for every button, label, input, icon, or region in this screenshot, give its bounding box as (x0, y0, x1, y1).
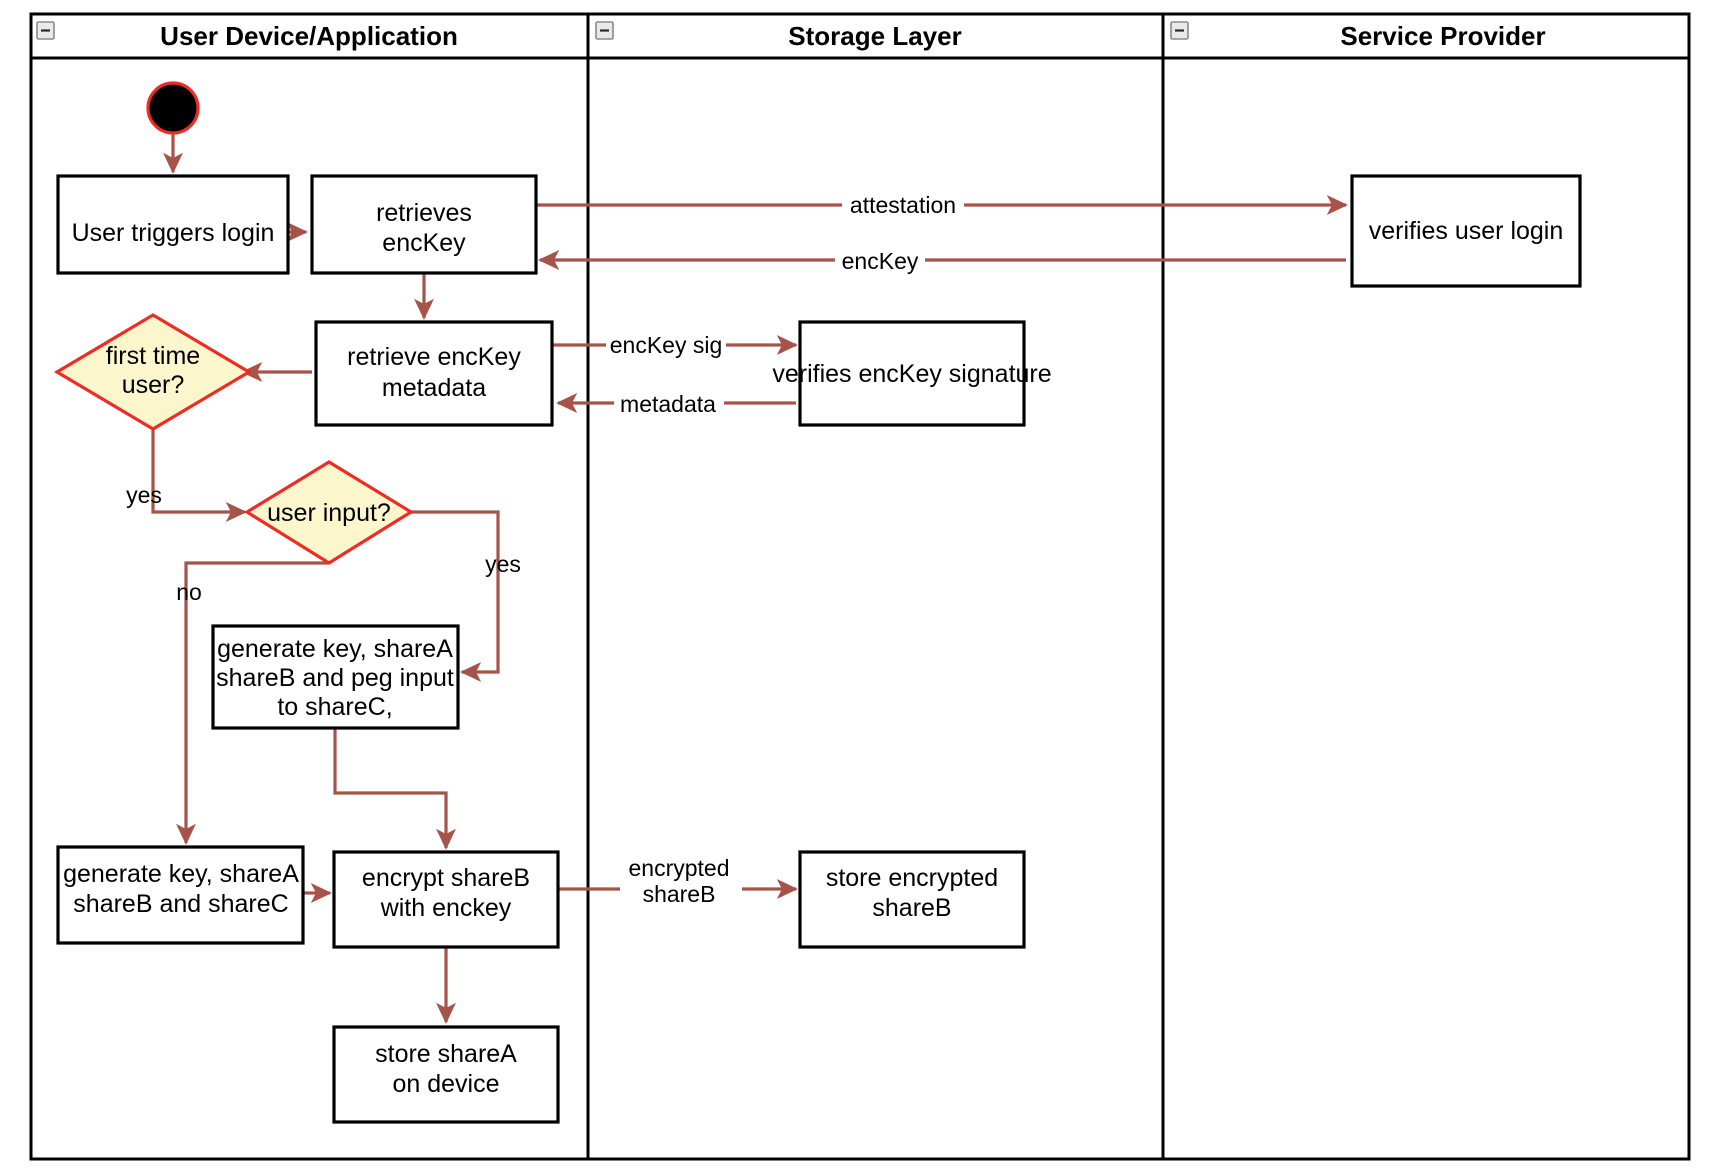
guard-label-no-user-input: no (176, 579, 202, 605)
edge-label-encrypted-line1: encrypted (628, 855, 729, 881)
node-encrypt-shareb[interactable]: encrypt shareB with enckey (332, 850, 560, 949)
node-user-triggers-login[interactable]: User triggers login (56, 174, 290, 275)
node-label-peg-line3: to shareC, (277, 693, 392, 721)
node-label-store-sharea-line1: store shareA (375, 1040, 517, 1068)
edge-label-enckey: encKey (842, 248, 919, 274)
node-label-encrypt-line1: encrypt shareB (362, 864, 530, 892)
node-verifies-user-login[interactable]: verifies user login (1350, 174, 1582, 288)
node-label-first-time-user-line2: user? (122, 371, 185, 399)
node-label-retrieves-enckey-line2: encKey (382, 229, 466, 257)
lane-title-user-device: User Device/Application (160, 21, 458, 51)
lane-header-storage[interactable] (586, 12, 1165, 60)
node-label-store-sharea-line2: on device (392, 1070, 499, 1098)
node-generate-key-peg-input[interactable]: generate key, shareA shareB and peg inpu… (211, 624, 460, 730)
node-label-store-encrypted-line1: store encrypted (826, 864, 998, 892)
node-store-encrypted-shareb[interactable]: store encrypted shareB (798, 850, 1026, 949)
lane-header-group-user-device: User Device/Application (36, 21, 458, 51)
lane-body-storage (586, 12, 1165, 1161)
node-verifies-enckey-signature[interactable]: verifies encKey signature (772, 320, 1052, 427)
edge-label-encrypted-line2: shareB (643, 881, 716, 907)
node-label-retrieve-metadata-line1: retrieve encKey (347, 343, 521, 371)
lane-header-group-service-provider: Service Provider (1170, 21, 1546, 51)
node-label-user-input: user input? (267, 499, 391, 527)
node-label-first-time-user-line1: first time (106, 342, 200, 370)
initial-node[interactable] (146, 81, 200, 135)
node-label-verifies-user-login: verifies user login (1369, 217, 1564, 245)
node-label-peg-line1: generate key, shareA (217, 635, 453, 663)
edge-label-attestation: attestation (850, 192, 956, 218)
edge-label-metadata: metadata (620, 391, 716, 417)
node-label-encrypt-line2: with enckey (380, 894, 512, 922)
collapse-minus-icon[interactable] (595, 21, 614, 40)
collapse-minus-icon[interactable] (1170, 21, 1189, 40)
edge-label-enckey-sig: encKey sig (610, 332, 723, 358)
node-label-sharec-line1: generate key, shareA (63, 860, 299, 888)
node-label-sharec-line2: shareB and shareC (73, 890, 288, 918)
flow-userinput-yes (410, 510, 500, 682)
node-first-time-user[interactable]: first time user? (53, 313, 253, 431)
node-retrieve-enckey-metadata[interactable]: retrieve encKey metadata (314, 320, 554, 427)
node-retrieves-enckey[interactable]: retrieves encKey (310, 174, 538, 275)
node-generate-key-sharec[interactable]: generate key, shareA shareB and shareC (56, 845, 305, 945)
lane-header-group-storage: Storage Layer (595, 21, 962, 51)
node-user-input[interactable]: user input? (243, 460, 415, 565)
lane-title-storage: Storage Layer (788, 21, 961, 51)
guard-label-yes-user-input: yes (485, 551, 521, 577)
edge-labels: attestation encKey encKey sig metadata y… (126, 192, 964, 912)
node-label-verifies-enckey-signature: verifies encKey signature (772, 360, 1051, 388)
guard-label-yes-first-time: yes (126, 482, 162, 508)
lane-title-service-provider: Service Provider (1340, 21, 1545, 51)
node-label-store-encrypted-line2: shareB (872, 894, 951, 922)
node-label-peg-line2: shareB and peg input (216, 664, 454, 692)
node-label-retrieve-metadata-line2: metadata (382, 374, 486, 402)
node-store-sharea[interactable]: store shareA on device (332, 1025, 560, 1124)
collapse-minus-icon[interactable] (36, 21, 55, 40)
flow-peg-to-encrypt (333, 728, 456, 850)
flow-firsttime-yes (151, 412, 247, 522)
node-label-user-triggers-login: User triggers login (72, 219, 275, 247)
lane-header-service-provider[interactable] (1161, 12, 1691, 60)
flow-userinput-no (176, 561, 328, 845)
node-label-retrieves-enckey-line1: retrieves (376, 199, 472, 227)
